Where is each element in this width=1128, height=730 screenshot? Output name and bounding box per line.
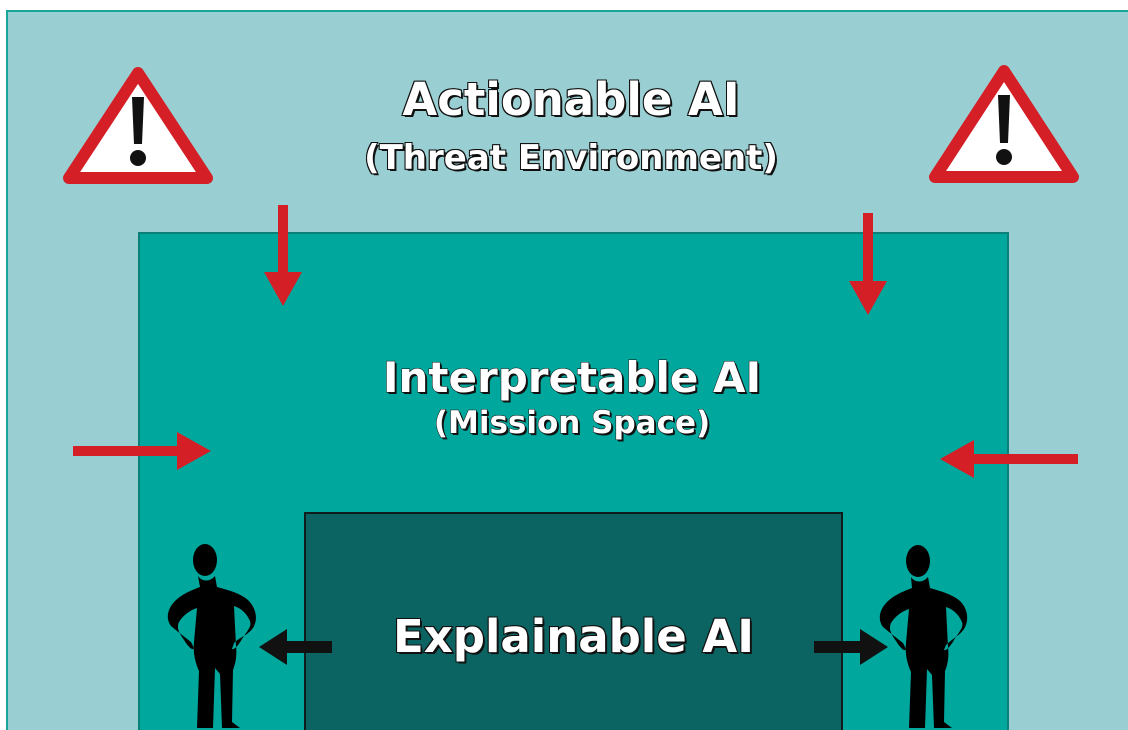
explainable-ai-zone	[304, 512, 843, 730]
arrow-down-icon	[849, 213, 887, 315]
person-silhouette-icon	[167, 544, 256, 728]
arrow-right-icon	[814, 629, 888, 665]
actionable-ai-title: Actionable AI	[401, 73, 740, 127]
arrow-left-icon	[940, 440, 1078, 478]
arrow-left-icon	[259, 629, 332, 665]
person-silhouette-icon	[879, 545, 968, 728]
interpretable-ai-title: Interpretable AI	[382, 353, 762, 403]
warning-triangle-icon	[929, 65, 1079, 183]
threat-environment-subtitle: (Threat Environment)	[363, 137, 779, 179]
explainable-ai-title: Explainable AI	[392, 609, 755, 664]
arrow-down-icon	[264, 205, 302, 306]
arrow-right-icon	[73, 432, 211, 470]
mission-space-subtitle: (Mission Space)	[433, 405, 711, 442]
warning-triangle-icon	[63, 67, 213, 184]
